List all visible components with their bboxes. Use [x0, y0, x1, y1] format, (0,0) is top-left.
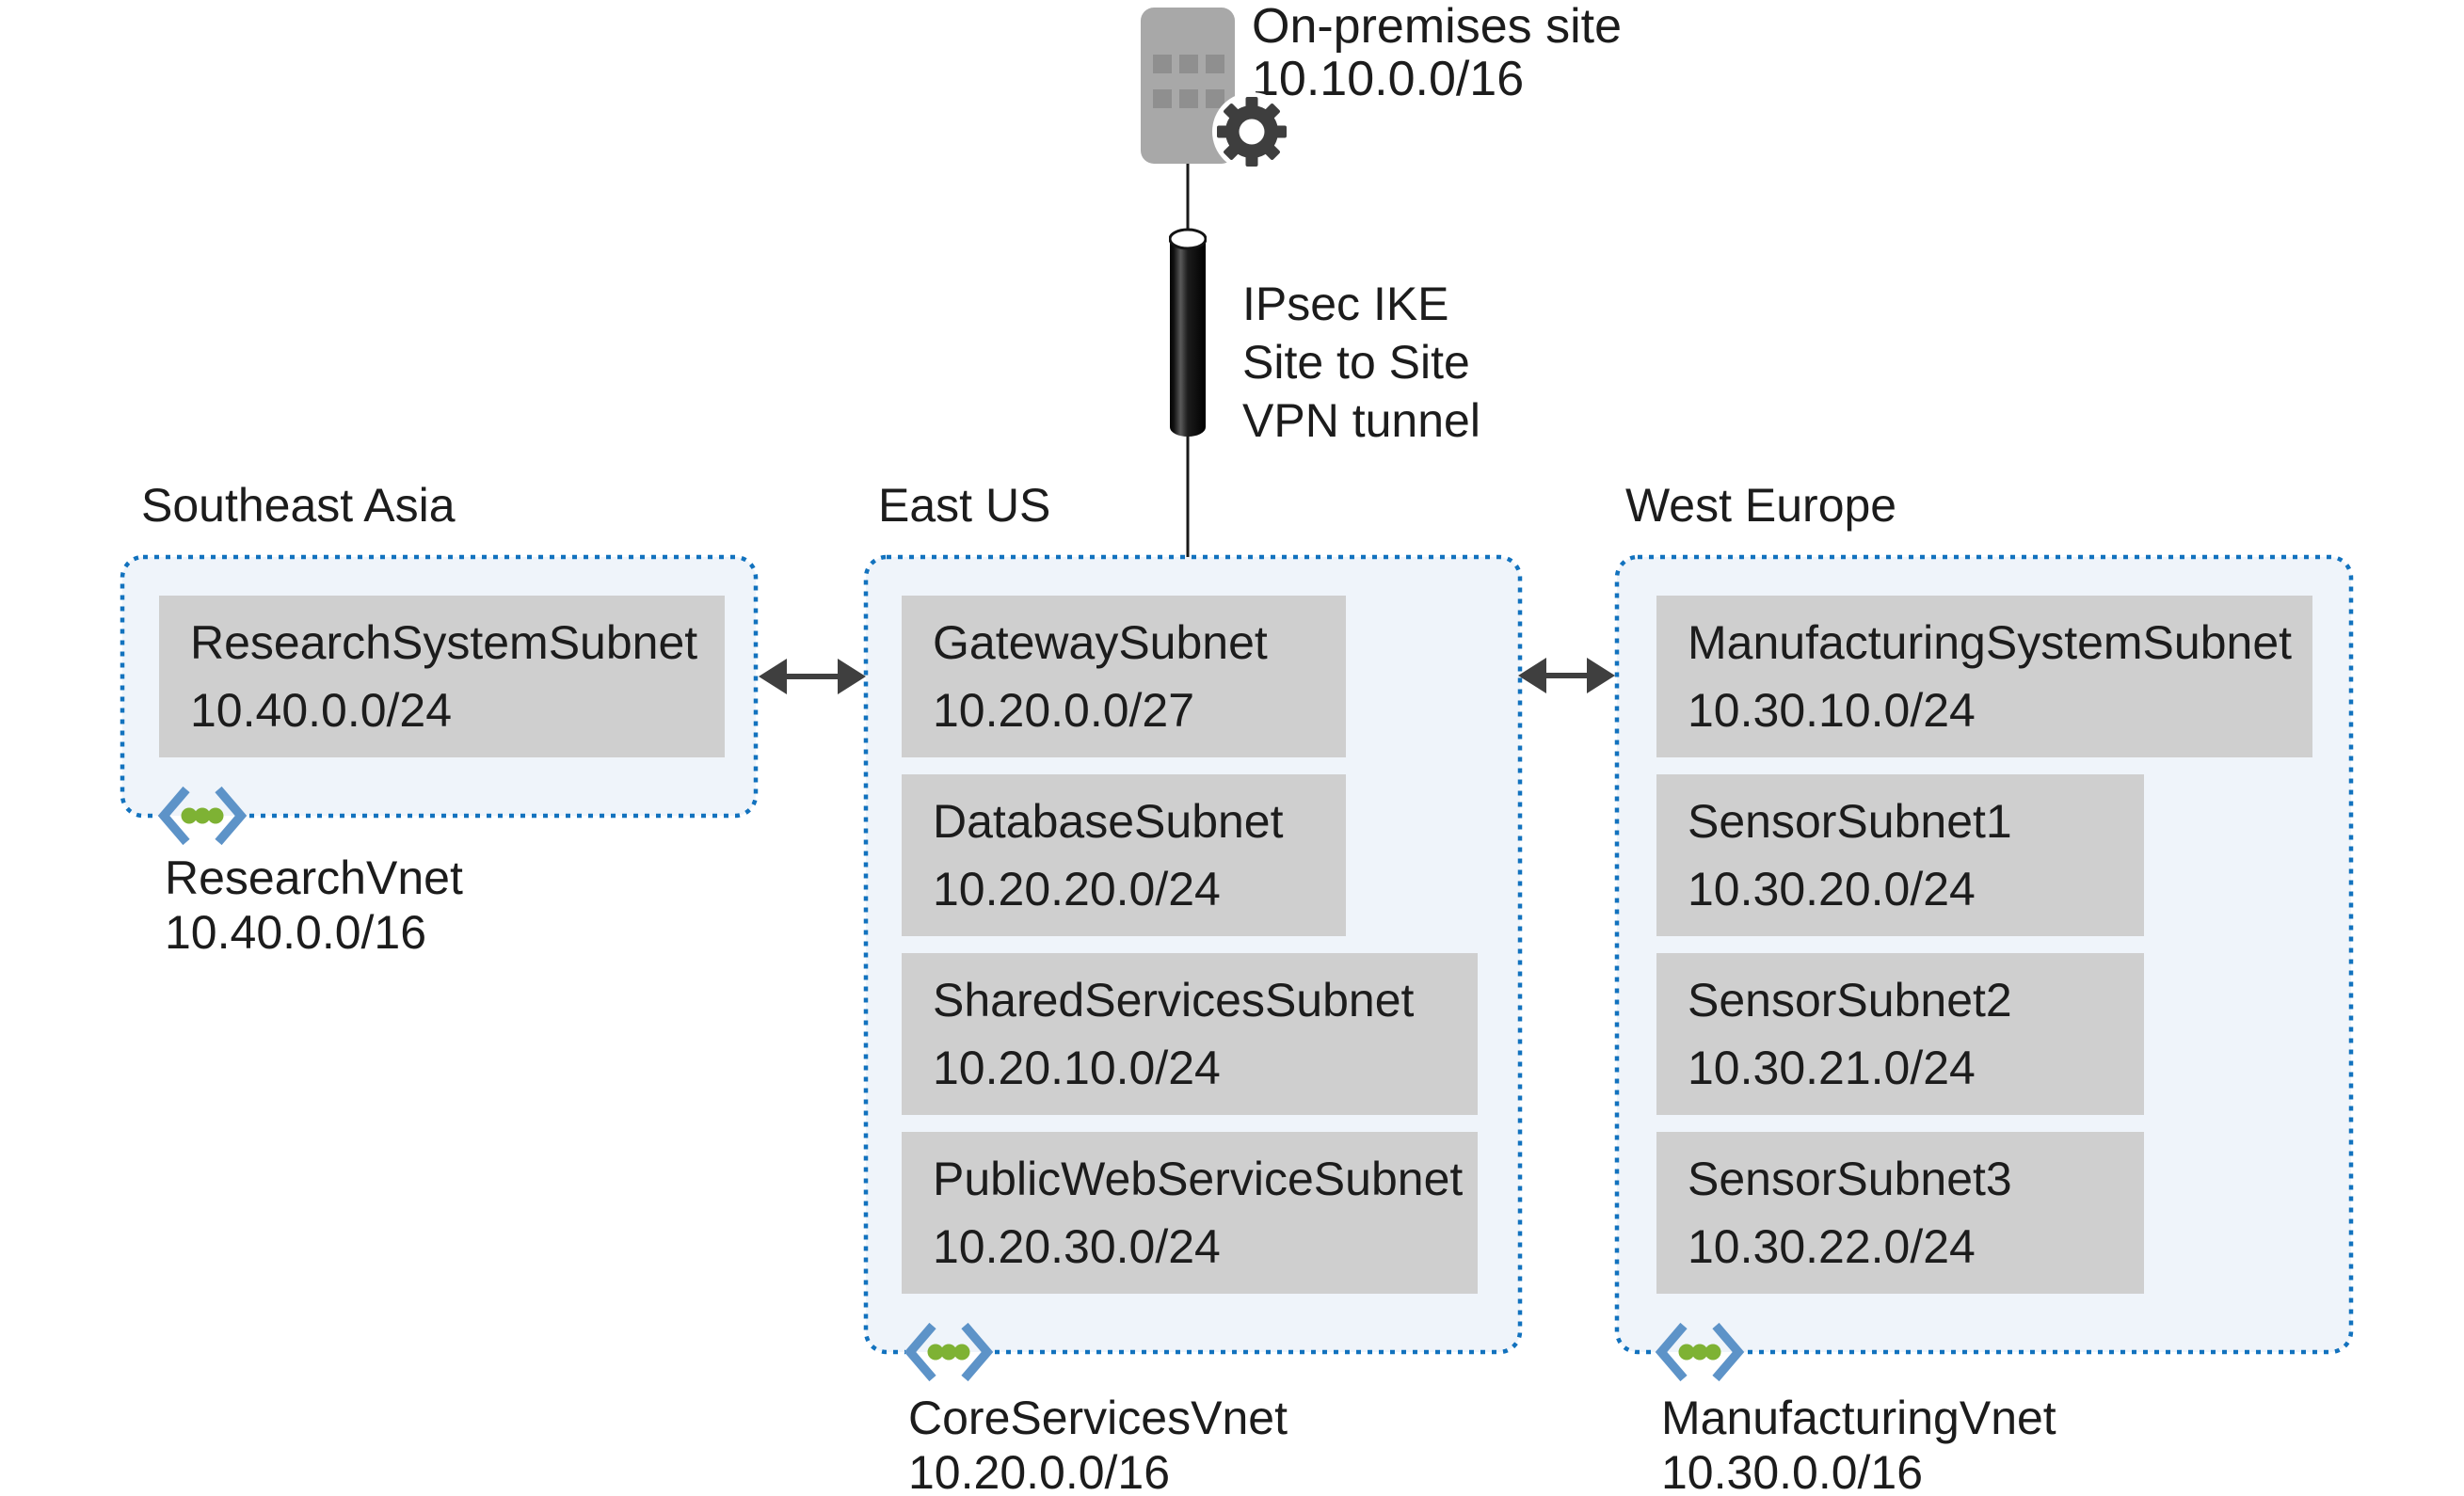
subnet-cidr: 10.30.10.0/24 — [1688, 684, 1976, 737]
subnet-name: SensorSubnet3 — [1688, 1153, 2012, 1205]
on-premises-cidr: 10.10.0.0/16 — [1252, 52, 1525, 106]
vnet-cidr: 10.20.0.0/16 — [908, 1446, 1171, 1496]
region-label-east-us: East US — [878, 479, 1051, 532]
vnet-cidr: 10.40.0.0/16 — [165, 906, 427, 959]
building-window — [1153, 55, 1172, 73]
subnet-cidr: 10.30.20.0/24 — [1688, 863, 1976, 915]
vnet-cidr: 10.30.0.0/16 — [1661, 1446, 1924, 1496]
region-label-southeast-asia: Southeast Asia — [141, 479, 456, 532]
subnet-box-sensorsubnet3: SensorSubnet3 10.30.22.0/24 — [1656, 1132, 2144, 1294]
subnet-box-researchsystemsubnet: ResearchSystemSubnet 10.40.0.0/24 — [159, 596, 725, 757]
subnet-cidr: 10.20.0.0/27 — [933, 684, 1195, 737]
peering-arrow-right-icon — [1518, 658, 1615, 693]
building-window — [1179, 89, 1198, 108]
vpn-tunnel-label-line1: IPsec IKE — [1242, 278, 1449, 330]
vpn-tunnel-label-line2: Site to Site — [1242, 336, 1470, 389]
subnet-cidr: 10.30.22.0/24 — [1688, 1220, 1976, 1273]
building-window — [1153, 89, 1172, 108]
subnet-name: SharedServicesSubnet — [933, 974, 1415, 1027]
vnet-label-manufacturingvnet: ManufacturingVnet 10.30.0.0/16 — [1661, 1391, 2056, 1496]
subnet-box-publicwebservicesubnet: PublicWebServiceSubnet 10.20.30.0/24 — [902, 1132, 1478, 1294]
subnet-box-databasesubnet: DatabaseSubnet 10.20.20.0/24 — [902, 774, 1346, 936]
subnet-name: ManufacturingSystemSubnet — [1688, 616, 2293, 669]
vpn-tunnel-label: IPsec IKE Site to Site VPN tunnel — [1242, 275, 1480, 450]
subnet-cidr: 10.20.10.0/24 — [933, 1042, 1221, 1094]
on-premises-label: On-premises site 10.10.0.0/16 — [1252, 0, 1622, 105]
subnet-box-sensorsubnet1: SensorSubnet1 10.30.20.0/24 — [1656, 774, 2144, 936]
subnet-name: PublicWebServiceSubnet — [933, 1153, 1464, 1205]
vpn-tunnel-cylinder-icon — [1169, 228, 1207, 437]
building-window — [1179, 55, 1198, 73]
building-window — [1206, 55, 1224, 73]
building-window — [1206, 89, 1224, 108]
subnet-name: SensorSubnet1 — [1688, 795, 2012, 848]
virtual-network-icon — [904, 1322, 994, 1382]
virtual-network-icon — [157, 786, 248, 846]
region-label-west-europe: West Europe — [1625, 479, 1897, 532]
subnet-box-manufacturingsystemsubnet: ManufacturingSystemSubnet 10.30.10.0/24 — [1656, 596, 2312, 757]
subnet-cidr: 10.20.20.0/24 — [933, 863, 1221, 915]
subnet-cidr: 10.20.30.0/24 — [933, 1220, 1221, 1273]
on-premises-title: On-premises site — [1252, 0, 1622, 54]
vnet-name: ResearchVnet — [165, 851, 463, 904]
virtual-network-icon — [1655, 1322, 1745, 1382]
vnet-name: ManufacturingVnet — [1661, 1392, 2056, 1444]
subnet-name: GatewaySubnet — [933, 616, 1268, 669]
vnet-label-researchvnet: ResearchVnet 10.40.0.0/16 — [165, 851, 463, 960]
vnet-name: CoreServicesVnet — [908, 1392, 1288, 1444]
subnet-box-sharedservicessubnet: SharedServicesSubnet 10.20.10.0/24 — [902, 953, 1478, 1115]
subnet-box-sensorsubnet2: SensorSubnet2 10.30.21.0/24 — [1656, 953, 2144, 1115]
vnet-label-coreservicesvnet: CoreServicesVnet 10.20.0.0/16 — [908, 1391, 1288, 1496]
peering-arrow-left-icon — [759, 659, 866, 694]
subnet-name: DatabaseSubnet — [933, 795, 1284, 848]
gear-icon — [1212, 92, 1291, 171]
subnet-box-gatewaysubnet: GatewaySubnet 10.20.0.0/27 — [902, 596, 1346, 757]
subnet-cidr: 10.40.0.0/24 — [190, 684, 453, 737]
subnet-name: SensorSubnet2 — [1688, 974, 2012, 1027]
subnet-name: ResearchSystemSubnet — [190, 616, 698, 669]
vpn-tunnel-label-line3: VPN tunnel — [1242, 394, 1480, 447]
subnet-cidr: 10.30.21.0/24 — [1688, 1042, 1976, 1094]
